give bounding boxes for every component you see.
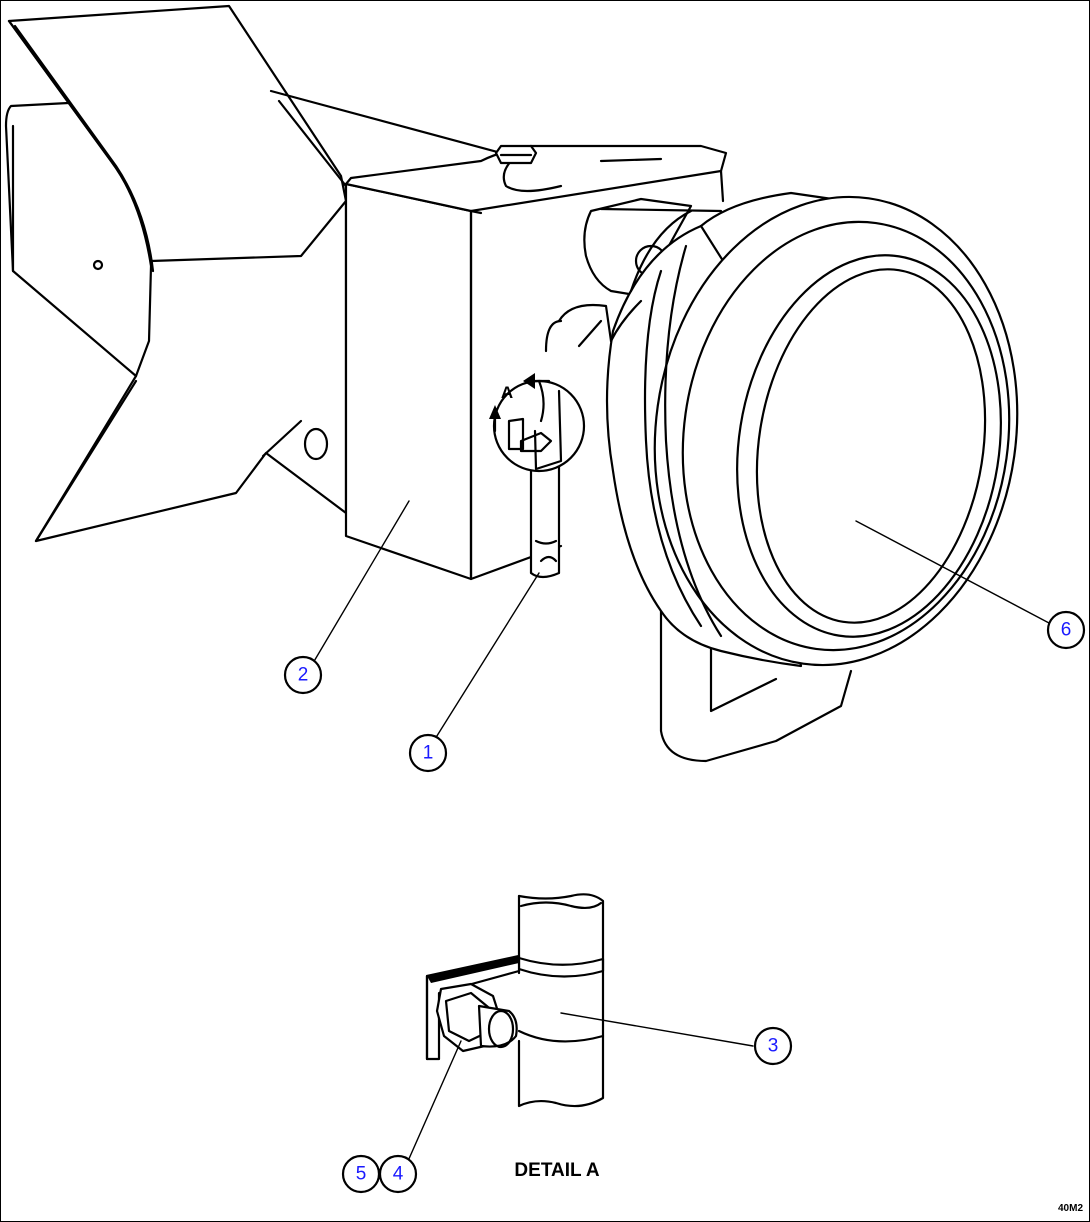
callout-3: 3 xyxy=(753,1026,793,1066)
svg-text:2: 2 xyxy=(298,665,309,686)
callout-5: 5 xyxy=(341,1154,381,1194)
callout-4: 4 xyxy=(378,1154,418,1194)
view-marker: A xyxy=(489,373,551,433)
svg-text:1: 1 xyxy=(423,743,434,764)
harness-clamp xyxy=(492,379,586,579)
callout-2: 2 xyxy=(283,655,323,695)
svg-text:3: 3 xyxy=(768,1036,779,1057)
leader-2 xyxy=(312,500,410,664)
work-lamp xyxy=(605,191,1019,668)
leader-1 xyxy=(434,572,540,740)
leader-4 xyxy=(407,1040,462,1162)
svg-text:A: A xyxy=(501,383,513,402)
mounting-frame xyxy=(4,4,533,543)
drawing-id: 40M2 xyxy=(1058,1203,1083,1214)
svg-text:5: 5 xyxy=(356,1164,367,1185)
leader-lines xyxy=(312,500,1050,1162)
box-bracket xyxy=(344,144,728,581)
svg-text:4: 4 xyxy=(393,1164,404,1185)
svg-text:6: 6 xyxy=(1061,620,1072,641)
callout-1: 1 xyxy=(408,733,448,773)
leader-6 xyxy=(855,520,1050,624)
detail-a-drawing xyxy=(425,893,605,1108)
detail-caption: DETAIL A xyxy=(514,1160,599,1181)
leader-3 xyxy=(560,1012,754,1047)
callout-6: 6 xyxy=(1046,610,1086,650)
